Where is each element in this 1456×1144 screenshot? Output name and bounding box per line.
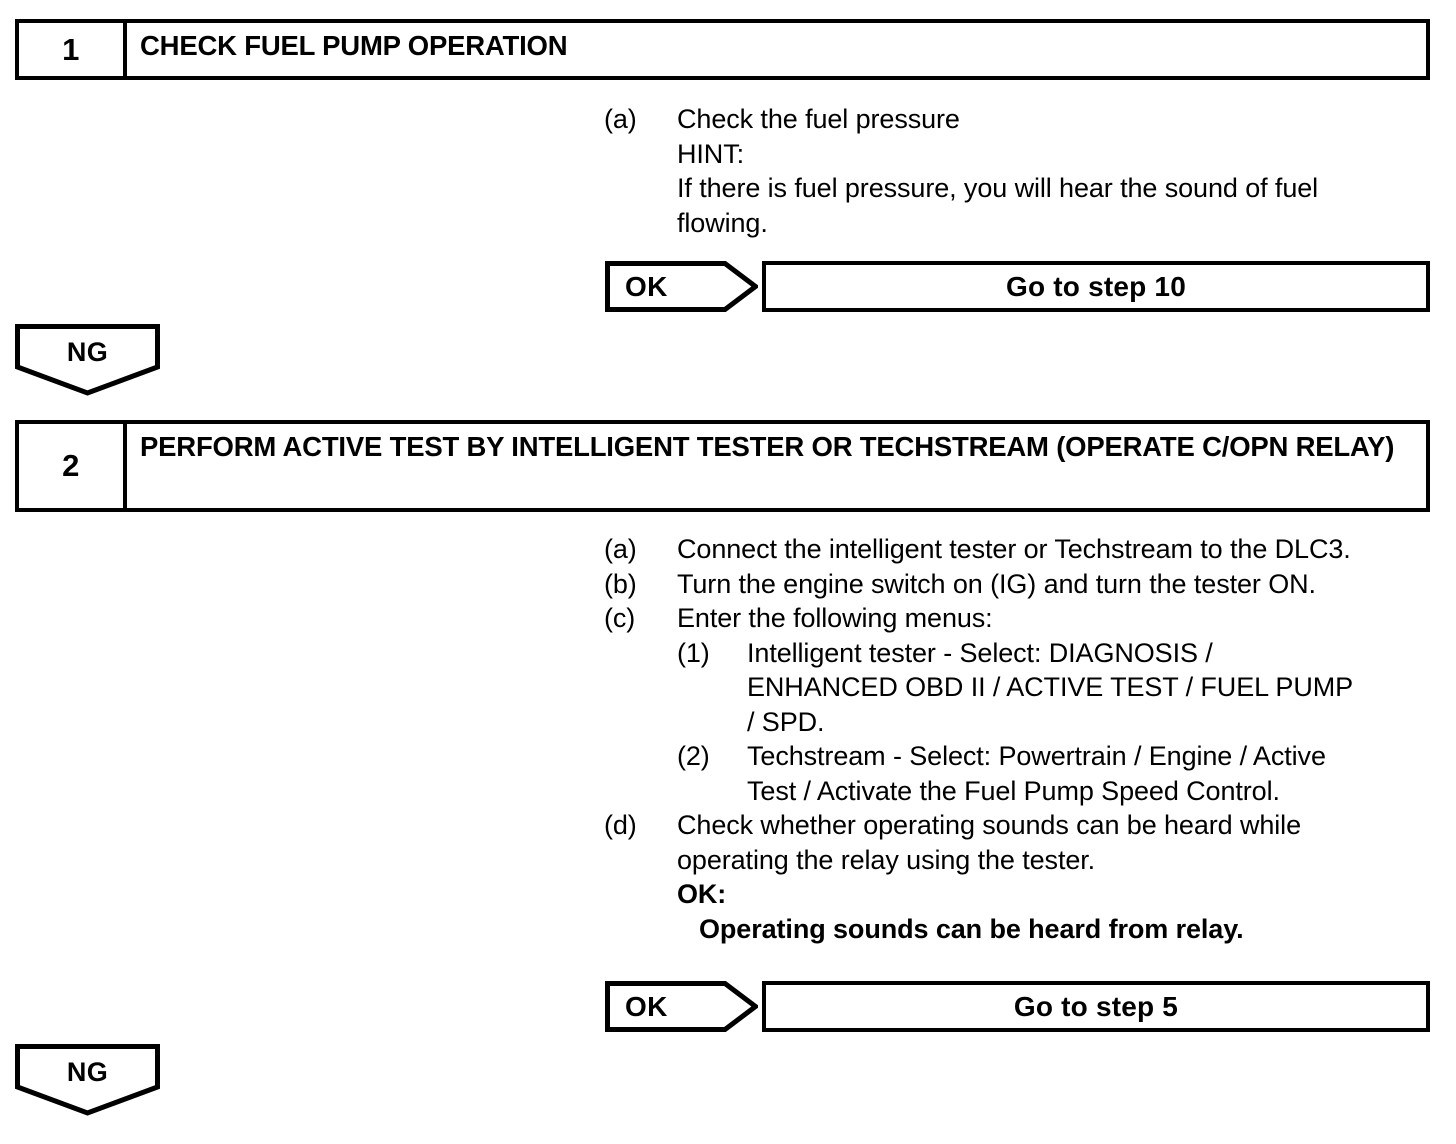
item-label: (b) (604, 568, 637, 599)
item-line: Connect the intelligent tester or Techst… (677, 534, 1351, 564)
item-text: Enter the following menus: (677, 601, 1450, 636)
item-line: Check the fuel pressure (677, 104, 960, 134)
step-1-item-a: (a) Check the fuel pressure HINT: If the… (604, 102, 1450, 240)
subitem-label: (1) (677, 637, 710, 668)
step-2-item-b: (b) Turn the engine switch on (IG) and t… (604, 567, 1450, 602)
step-2-ng-label: NG (66, 1056, 109, 1087)
step-2-body: (a) Connect the intelligent tester or Te… (604, 532, 1450, 947)
step-2-item-a: (a) Connect the intelligent tester or Te… (604, 532, 1450, 567)
pentagon-right-icon (605, 261, 758, 312)
step-1-result-row: OK Go to step 10 (605, 261, 1430, 312)
pentagon-right-icon (605, 981, 758, 1032)
step-2-ok-label: OK (625, 990, 668, 1022)
item-text: Connect the intelligent tester or Techst… (677, 532, 1450, 567)
step-2-ok-criteria-label: OK: (677, 879, 727, 910)
step-2-header: 2 PERFORM ACTIVE TEST BY INTELLIGENT TES… (15, 420, 1430, 512)
item-line: Check whether operating sounds can be he… (677, 810, 1301, 841)
step-1-ok-marker: OK (605, 261, 758, 312)
item-line: If there is fuel pressure, you will hear… (677, 173, 1319, 204)
step-1-goto-box[interactable]: Go to step 10 (762, 261, 1430, 312)
step-1-header: 1 CHECK FUEL PUMP OPERATION (15, 19, 1430, 80)
item-label: (a) (604, 534, 637, 564)
subitem-line: Intelligent tester - Select: DIAGNOSIS / (747, 637, 1213, 668)
subitem-line: / SPD. (747, 706, 825, 737)
item-text: Turn the engine switch on (IG) and turn … (677, 567, 1450, 602)
step-1-ok-label: OK (625, 270, 668, 302)
item-label: (a) (604, 104, 637, 134)
step-2-ok-criteria-statement: Operating sounds can be heard from relay… (699, 914, 1244, 945)
item-text: Check whether operating sounds can be he… (677, 808, 1450, 877)
subitem-line: Test / Activate the Fuel Pump Speed Cont… (747, 775, 1280, 806)
step-2-item-c: (c) Enter the following menus: (604, 601, 1450, 636)
step-2-title: PERFORM ACTIVE TEST BY INTELLIGENT TESTE… (140, 431, 1395, 462)
subitem-text: Intelligent tester - Select: DIAGNOSIS /… (747, 636, 1450, 740)
step-2-subitem-1: (1) Intelligent tester - Select: DIAGNOS… (677, 636, 1450, 740)
item-label: (d) (604, 810, 637, 841)
step-2-item-d: (d) Check whether operating sounds can b… (604, 808, 1450, 877)
step-1-ng-label: NG (66, 336, 109, 367)
pentagon-down-icon (15, 1044, 160, 1116)
item-text: Check the fuel pressure HINT: If there i… (677, 102, 1450, 240)
step-1-ng-marker: NG (15, 324, 160, 396)
item-line: flowing. (677, 207, 768, 238)
pentagon-down-icon (15, 324, 160, 396)
step-2-result-row: OK Go to step 5 (605, 981, 1430, 1032)
step-2-subitem-2: (2) Techstream - Select: Powertrain / En… (677, 739, 1450, 808)
item-line: Enter the following menus: (677, 603, 993, 634)
item-label: (c) (604, 603, 636, 634)
item-line: operating the relay using the tester. (677, 844, 1096, 875)
step-2-number: 2 (19, 424, 127, 508)
step-2-item-c-sublist: (1) Intelligent tester - Select: DIAGNOS… (677, 636, 1450, 809)
step-2-ng-marker: NG (15, 1044, 160, 1116)
item-line: Turn the engine switch on (IG) and turn … (677, 568, 1316, 599)
subitem-line: Techstream - Select: Powertrain / Engine… (747, 741, 1326, 772)
step-1-body: (a) Check the fuel pressure HINT: If the… (604, 102, 1450, 240)
subitem-label: (2) (677, 741, 710, 772)
subitem-text: Techstream - Select: Powertrain / Engine… (747, 739, 1450, 808)
item-line: HINT: (677, 138, 745, 169)
step-2-ok-marker: OK (605, 981, 758, 1032)
step-1-title: CHECK FUEL PUMP OPERATION (140, 30, 568, 61)
subitem-line: ENHANCED OBD II / ACTIVE TEST / FUEL PUM… (747, 672, 1354, 703)
step-1-number: 1 (19, 23, 127, 76)
step-2-goto-box[interactable]: Go to step 5 (762, 981, 1430, 1032)
